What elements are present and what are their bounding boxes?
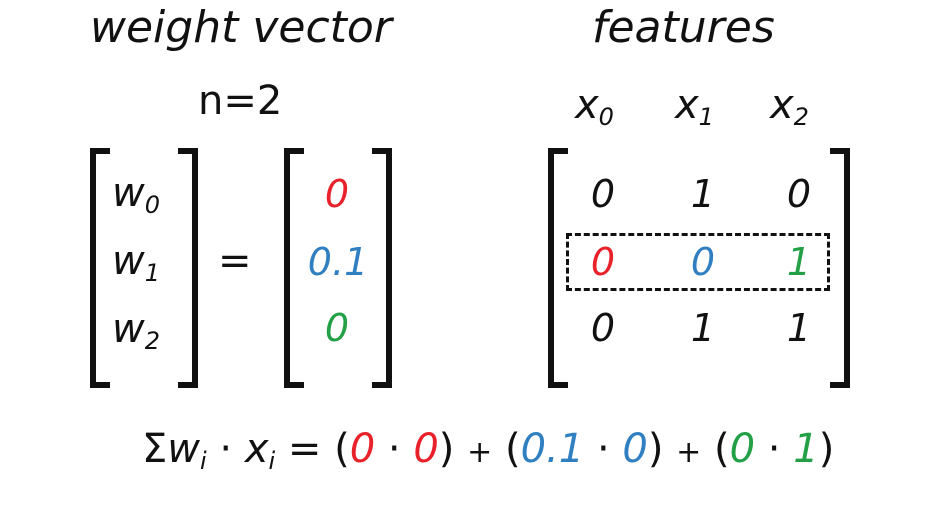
feature-cell-r1-c0: 0 — [590, 240, 616, 284]
formula-plus-1: + — [467, 435, 493, 470]
feature-cell-r1-c2: 1 — [786, 240, 812, 284]
formula-x-index: i — [268, 447, 276, 476]
features-title: features — [592, 2, 775, 53]
feature-header-x2: x2 — [770, 82, 809, 132]
feature-header-x1: x1 — [675, 82, 714, 132]
formula-sigma: Σ — [142, 426, 168, 472]
formula-term-2: (0 · 1) — [714, 426, 835, 472]
weight-symbols-right-bracket — [178, 148, 198, 388]
feature-cell-r2-c0: 0 — [590, 306, 616, 350]
weight-values-left-bracket — [284, 148, 304, 388]
n-label: n=2 — [198, 78, 283, 124]
dot-product-formula: Σwi · xi = (0 · 0) + (0.1 · 0) + (0 · 1) — [142, 426, 834, 475]
weight-values-right-bracket — [372, 148, 392, 388]
formula-w-index: i — [200, 447, 207, 476]
weight-value-1: 0.1 — [307, 240, 369, 284]
formula-plus-2: + — [676, 435, 702, 470]
feature-cell-r0-c2: 0 — [786, 172, 812, 216]
weight-symbol-w2: w2 — [112, 306, 160, 356]
feature-cell-r2-c1: 1 — [690, 306, 716, 350]
feature-cell-r2-c2: 1 — [786, 306, 812, 350]
weight-vector-title: weight vector — [90, 2, 392, 53]
feature-cell-r0-c1: 1 — [690, 172, 716, 216]
feature-cell-r1-c1: 0 — [690, 240, 716, 284]
weight-symbol-w1: w1 — [112, 238, 160, 288]
highlighted-row-box — [566, 233, 830, 291]
features-left-bracket — [548, 148, 568, 388]
weight-equals-sign: = — [218, 238, 252, 284]
formula-x: x — [244, 426, 269, 472]
weight-value-0: 0 — [324, 172, 350, 216]
features-right-bracket — [830, 148, 850, 388]
feature-cell-r0-c0: 0 — [590, 172, 616, 216]
formula-term-1: (0.1 · 0) — [504, 426, 664, 472]
formula-equals: = — [287, 426, 322, 472]
formula-term-0: (0 · 0) — [334, 426, 455, 472]
formula-w: w — [167, 426, 200, 472]
weight-symbols-left-bracket — [90, 148, 110, 388]
feature-header-x0: x0 — [575, 82, 614, 132]
formula-dot: · — [219, 426, 233, 472]
weight-value-2: 0 — [324, 306, 350, 350]
weight-symbol-w0: w0 — [112, 170, 160, 220]
